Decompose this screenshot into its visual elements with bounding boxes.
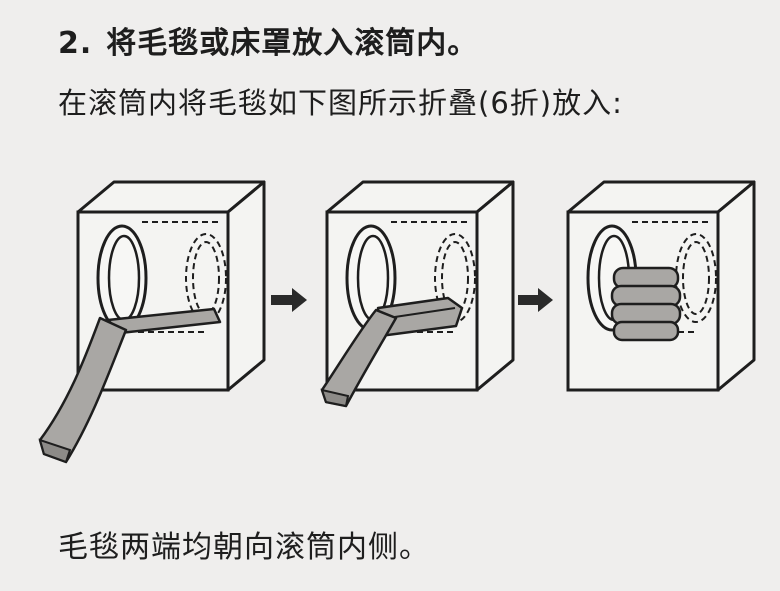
instruction-heading: 2. 将毛毯或床罩放入滚筒内。: [58, 18, 478, 62]
instruction-note: 毛毯两端均朝向滚筒内侧。: [58, 530, 430, 565]
step-number: 2.: [58, 26, 93, 61]
step-1-blanket: [38, 307, 222, 464]
right-arrow-icon-2: [518, 288, 553, 312]
step-3-folded-blanket: [610, 266, 682, 342]
right-arrow-icon: [271, 288, 307, 312]
step-title: 将毛毯或床罩放入滚筒内。: [106, 26, 479, 61]
instruction-text: 在滚筒内将毛毯如下图所示折叠(6折)放入:: [58, 86, 623, 120]
step-2-blanket: [320, 296, 464, 408]
